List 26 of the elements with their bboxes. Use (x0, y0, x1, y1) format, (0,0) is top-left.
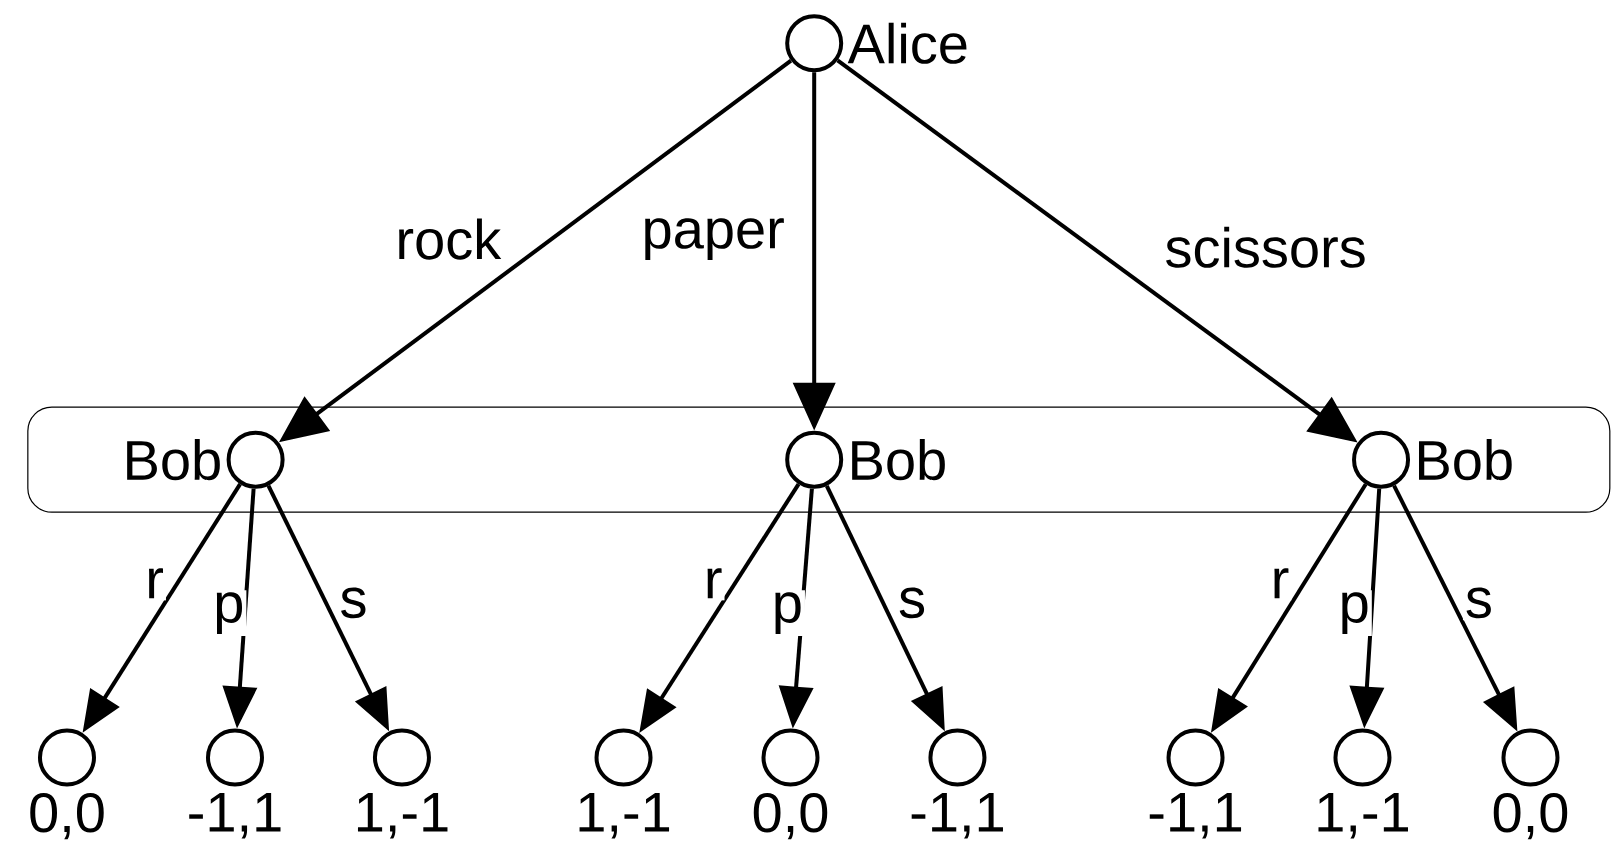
edge-label: r (1268, 566, 1292, 601)
node-label: Bob (127, 439, 220, 481)
edge-label: r (143, 566, 166, 601)
information-set-band (27, 406, 1611, 513)
node-label: Alice (847, 22, 967, 64)
node-label: Bob (852, 439, 945, 481)
edge-label: p (1336, 590, 1372, 637)
edge-label: paper (639, 216, 787, 262)
node-label: 0,0 (1493, 792, 1568, 840)
edge-label: rock (393, 216, 504, 262)
node-label: 0,0 (30, 792, 104, 840)
edge-label: scissors (1162, 224, 1369, 270)
edge-label: p (769, 590, 805, 637)
node-label: 1,-1 (1318, 792, 1408, 839)
node-label: -1,1 (911, 792, 1003, 839)
node-label: -1,1 (189, 792, 281, 839)
node-label: 1,-1 (579, 792, 670, 839)
edge-label: r (701, 566, 725, 601)
node-label: 1,-1 (357, 792, 448, 839)
edge-label: p (211, 590, 247, 637)
edge-label: s (896, 585, 929, 621)
node-label: -1,1 (1149, 792, 1242, 839)
edge-label: s (1462, 585, 1495, 621)
node-label: Bob (1419, 439, 1512, 481)
node-label: 0,0 (753, 792, 828, 840)
edge-label: s (337, 585, 370, 621)
